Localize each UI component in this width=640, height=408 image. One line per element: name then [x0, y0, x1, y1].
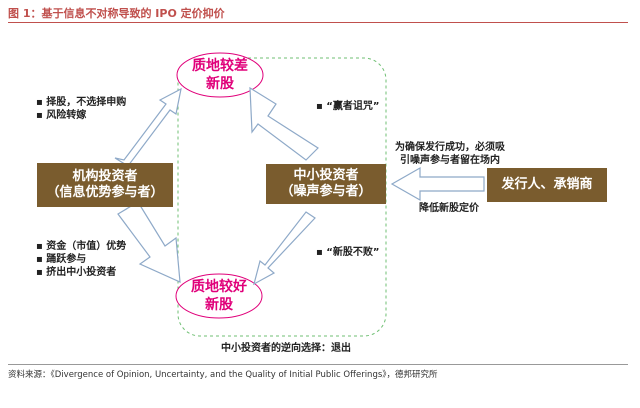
- inferior-ellipse: [176, 52, 264, 98]
- arrow-small-to-superior: [253, 211, 316, 286]
- note-issuer-below: 降低新股定价: [419, 203, 479, 214]
- arrow-small-to-inferior: [249, 86, 319, 161]
- source-note: 资料来源：《Divergence of Opinion, Uncertainty…: [8, 370, 438, 380]
- node-small-investors: 中小投资者 （噪声参与者）: [266, 164, 386, 204]
- notes-bottom-left: 资金（市值）优势 踊跃参与 挤出中小投资者: [36, 240, 126, 279]
- dashed-loop: [177, 57, 387, 337]
- note-item: 资金（市值）优势: [36, 240, 126, 253]
- note-winners-curse: “赢者诅咒”: [316, 100, 379, 113]
- node-inferior-text: 质地较差 新股: [192, 58, 248, 92]
- diagram-canvas: [114, 52, 485, 337]
- figure-title: 图 1：基于信息不对称导致的 IPO 定价抑价: [8, 7, 225, 20]
- note-never-fail: “新股不败”: [316, 246, 379, 259]
- arrow-inst-to-superior: [117, 201, 181, 283]
- note-adverse-selection: 中小投资者的逆向选择：退出: [221, 343, 351, 354]
- note-item: 挤出中小投资者: [36, 266, 126, 279]
- arrow-issuer-to-small: [390, 166, 485, 202]
- arrow-inst-to-inferior: [114, 87, 182, 167]
- node-small-text: 中小投资者 （噪声参与者）: [280, 167, 372, 199]
- node-institutional-text: 机构投资者 （信息优势参与者）: [46, 168, 164, 200]
- node-institutional-investors: 机构投资者 （信息优势参与者）: [37, 163, 173, 207]
- note-item: 择股，不选择申购: [36, 96, 126, 109]
- superior-ellipse: [175, 273, 263, 319]
- notes-top-left: 择股，不选择申购 风险转嫁: [36, 96, 126, 122]
- title-rule: [8, 22, 628, 23]
- note-item: 风险转嫁: [36, 109, 126, 122]
- note-issuer-above: 为确保发行成功，必须吸 引噪声参与者留在场内: [395, 142, 505, 166]
- source-rule: [8, 364, 628, 365]
- node-superior-stock: 质地较好 新股: [176, 279, 262, 314]
- node-issuer-underwriter: 发行人、承销商: [487, 168, 607, 202]
- node-superior-text: 质地较好 新股: [191, 279, 247, 313]
- note-item: 踊跃参与: [36, 253, 126, 266]
- node-inferior-stock: 质地较差 新股: [177, 58, 263, 93]
- node-issuer-text: 发行人、承销商: [501, 176, 593, 192]
